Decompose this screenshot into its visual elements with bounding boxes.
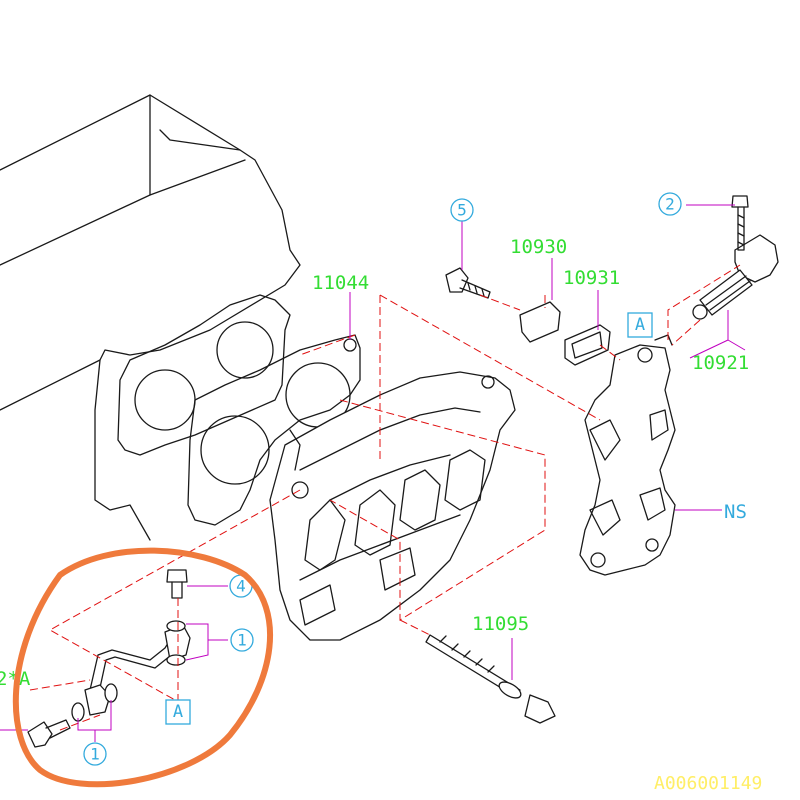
part-number-ns: NS [724,501,747,523]
circled-ref-1-upper-text: 1 [237,631,247,650]
bolt-4 [166,569,188,599]
engine-block [0,94,301,541]
circled-ref-4-text: 4 [236,577,246,596]
part-number-10921: 10921 [692,352,749,374]
circled-ref-5: 5 [450,198,474,222]
oil-control-valve-10921 [692,234,779,320]
cylinder-head [269,371,516,641]
leader-lines [0,204,746,742]
circled-ref-2: 2 [658,192,682,216]
plug-bolt [27,719,71,748]
bolt-5 [445,267,491,299]
part-number-11044: 11044 [312,272,369,294]
cover-10930 [519,301,561,343]
part-number-10930: 10930 [510,236,567,258]
assembly-guides [29,264,741,731]
oil-control-bracket [579,334,676,576]
illustration-reference-code: A006001149 [654,773,762,794]
boxed-ref-a-bottom-text: A [173,702,183,722]
circled-ref-2-text: 2 [665,195,675,214]
boxed-ref-a-bottom: A [165,699,191,725]
head-bolt-11095 [425,634,556,724]
circled-ref-1-lower-text: 1 [90,745,100,764]
highlight-callout-circle [12,547,274,788]
oil-pipe-assembly [71,620,191,722]
circled-ref-5-text: 5 [457,201,467,220]
gasket-10931 [564,324,611,366]
boxed-ref-a-top-text: A [635,315,645,335]
part-number-11095: 11095 [472,613,529,635]
boxed-ref-a-top: A [627,312,653,338]
circled-ref-1-lower: 1 [83,742,107,766]
bolt-2 [731,195,749,251]
part-number-10931: 10931 [563,267,620,289]
head-gasket-rear [117,294,291,456]
circled-ref-1-upper: 1 [230,628,254,652]
part-number-labels: 11044 10930 10931 10921 11095 NS 2*A [0,236,749,690]
